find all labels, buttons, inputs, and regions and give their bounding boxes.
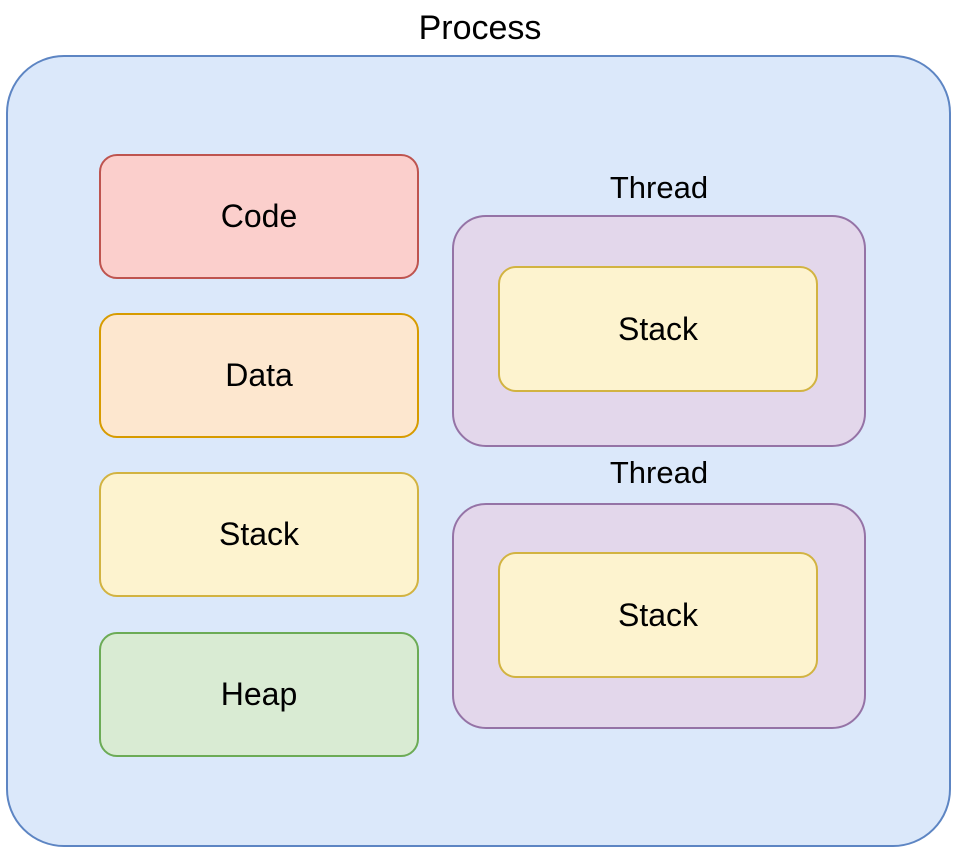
process-container: Code Data Stack Heap Thread Stack Thread… (6, 55, 951, 847)
data-box: Data (99, 313, 419, 438)
code-label: Code (220, 198, 298, 234)
thread-2-stack-label: Stack (617, 596, 699, 633)
thread-2-stack-box: Stack (498, 552, 818, 678)
data-label: Data (225, 357, 293, 393)
thread-1-stack-label: Stack (617, 310, 699, 347)
heap-box: Heap (99, 632, 419, 757)
process-title: Process (418, 9, 542, 47)
heap-label: Heap (220, 676, 298, 712)
thread-2-title: Thread (609, 455, 709, 490)
stack-label: Stack (218, 516, 300, 552)
thread-1-container: Stack (452, 215, 866, 447)
code-box: Code (99, 154, 419, 279)
stack-box: Stack (99, 472, 419, 597)
thread-2-container: Stack (452, 503, 866, 729)
thread-1-stack-box: Stack (498, 266, 818, 392)
thread-1-title: Thread (609, 170, 709, 205)
